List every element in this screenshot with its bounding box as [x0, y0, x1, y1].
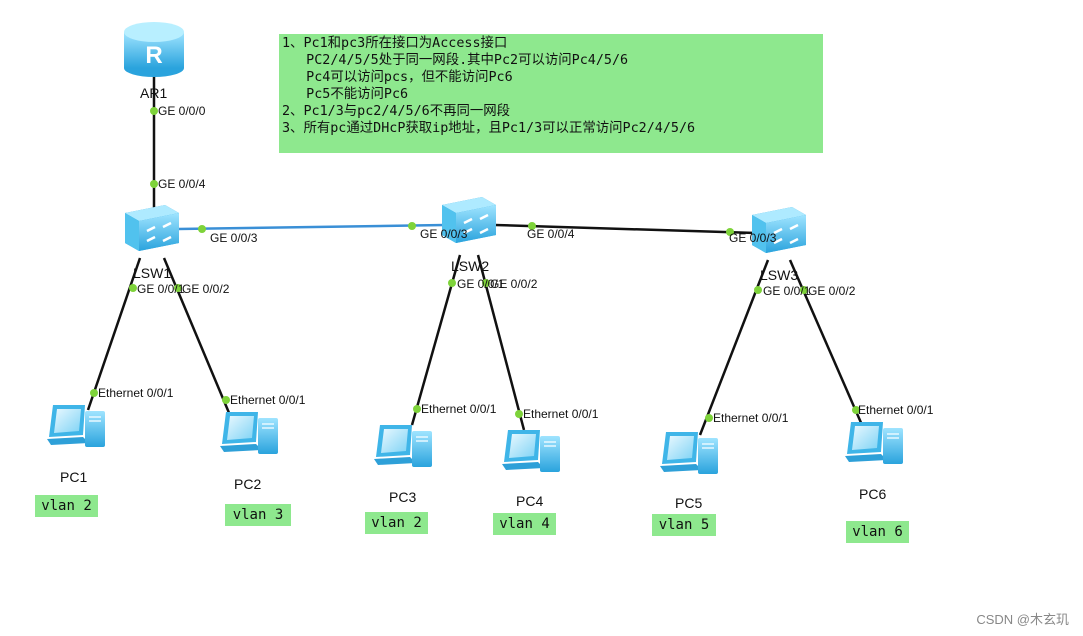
- note-line: 1、Pc1和pc3所在接口为Access接口: [282, 36, 508, 51]
- pc-icon: [373, 424, 433, 468]
- port-label: Ethernet 0/0/1: [230, 393, 306, 407]
- note-line: PC2/4/5/5处于同一网段.其中Pc2可以访问Pc4/5/6: [282, 53, 629, 68]
- link-lsw1-pc2: [162, 257, 234, 421]
- switch-icon: [750, 205, 808, 255]
- port-label: Ethernet 0/0/1: [713, 411, 789, 425]
- device-name-lsw3: LSW3: [760, 267, 799, 283]
- device-name-pc6: PC6: [859, 486, 887, 502]
- port-label: Ethernet 0/0/1: [523, 407, 599, 421]
- watermark: CSDN @木玄玑: [976, 612, 1069, 627]
- vlan-label-pc5: vlan 5: [652, 514, 716, 536]
- device-name-pc3: PC3: [389, 489, 417, 505]
- note-line: 2、Pc1/3与pc2/4/5/6不再同一网段: [282, 104, 511, 119]
- device-name-lsw1: LSW1: [133, 265, 172, 281]
- link-lsw1-pc1: [86, 257, 142, 411]
- pc-icon: [46, 404, 106, 448]
- vlan-label-pc4: vlan 4: [493, 513, 556, 535]
- vlan-label-pc6: vlan 6: [846, 521, 909, 543]
- port-label: GE 0/0/3: [210, 231, 258, 245]
- port-label: Ethernet 0/0/1: [421, 402, 497, 416]
- note-line: Pc4可以访问pcs，但不能访问Pc6: [282, 70, 513, 85]
- port-label: GE 0/0/1: [763, 284, 811, 298]
- port-label: GE 0/0/3: [420, 227, 468, 241]
- device-name-pc4: PC4: [516, 493, 544, 509]
- port-label: GE 0/0/2: [490, 277, 538, 291]
- device-name-ar1: AR1: [140, 85, 168, 101]
- svg-text:R: R: [145, 42, 162, 69]
- device-name-pc1: PC1: [60, 469, 88, 485]
- pc-icon: [844, 421, 904, 465]
- port-label: GE 0/0/1: [457, 277, 505, 291]
- note-line: Pc5不能访问Pc6: [282, 87, 409, 102]
- port-label: GE 0/0/1: [137, 282, 185, 296]
- device-name-pc2: PC2: [234, 476, 262, 492]
- vlan-label-pc3: vlan 2: [365, 512, 428, 534]
- link-lsw1-lsw2: [177, 223, 446, 231]
- port-label: GE 0/0/0: [158, 104, 206, 118]
- requirements-note: 1、Pc1和pc3所在接口为Access接口 PC2/4/5/5处于同一网段.其…: [279, 34, 823, 153]
- pc-icon: [219, 411, 279, 455]
- port-label: GE 0/0/4: [158, 177, 206, 191]
- pc-icon: [659, 431, 719, 475]
- pc-icon: [501, 429, 561, 473]
- port-label: Ethernet 0/0/1: [858, 403, 934, 417]
- router-icon: R: [124, 22, 184, 77]
- port-label: GE 0/0/4: [527, 227, 575, 241]
- device-name-lsw2: LSW2: [451, 258, 490, 274]
- vlan-label-pc2: vlan 3: [225, 504, 291, 526]
- device-name-pc5: PC5: [675, 495, 703, 511]
- port-label: Ethernet 0/0/1: [98, 386, 174, 400]
- port-label: GE 0/0/2: [182, 282, 230, 296]
- port-label: GE 0/0/3: [729, 231, 777, 245]
- note-line: 3、所有pc通过DHcP获取ip地址，且Pc1/3可以正常访问Pc2/4/5/6: [282, 121, 696, 136]
- port-dots: [90, 107, 860, 422]
- link-lsw2-lsw3: [494, 223, 757, 235]
- switch-icon: [123, 203, 181, 253]
- port-label: GE 0/0/2: [808, 284, 856, 298]
- vlan-label-pc1: vlan 2: [35, 495, 98, 517]
